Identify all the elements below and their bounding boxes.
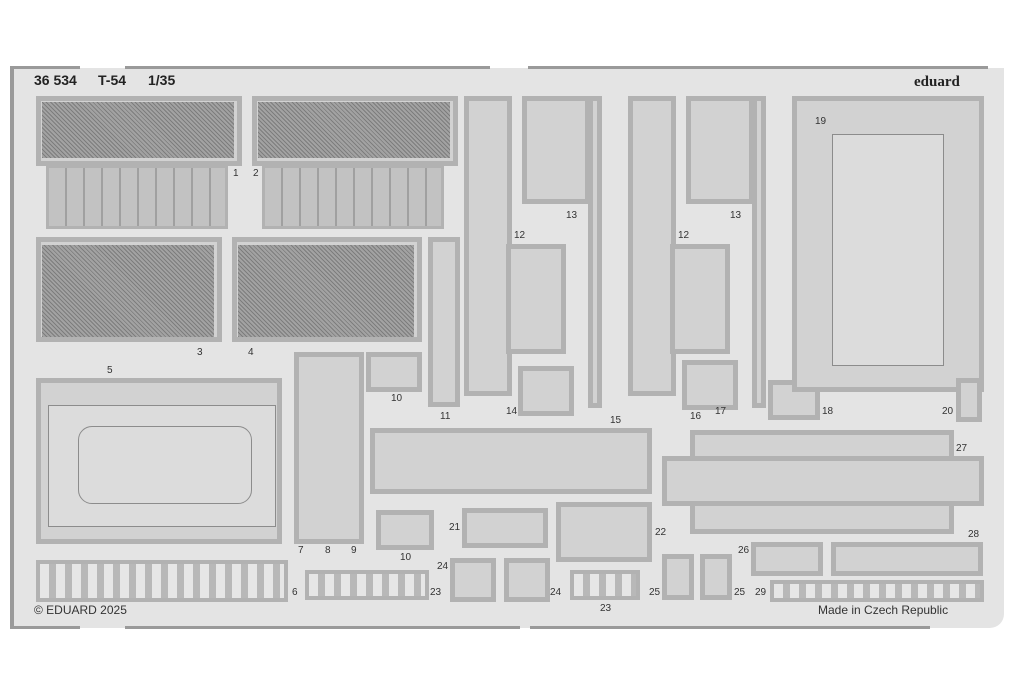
part-label: 27	[956, 443, 968, 454]
part-2-louvers	[262, 165, 444, 229]
part-label: 16	[690, 411, 702, 422]
part-label: 28	[968, 529, 980, 540]
part-label: 23	[600, 603, 612, 614]
part-label: 1	[233, 168, 239, 179]
copyright: © EDUARD 2025	[34, 603, 127, 617]
part-12-left	[464, 96, 512, 396]
part-label: 5	[107, 365, 113, 376]
part-14	[518, 366, 574, 416]
mesh-screen	[258, 102, 450, 158]
part-label: 29	[755, 587, 767, 598]
model-name: T-54	[98, 72, 127, 88]
part-10b	[376, 510, 434, 550]
part-28	[831, 542, 983, 576]
mesh-screen	[42, 245, 214, 337]
part-label: 11	[440, 411, 451, 422]
part-23-row	[305, 570, 429, 600]
mesh-screen	[238, 245, 414, 337]
part-label: 14	[506, 406, 518, 417]
part-26	[751, 542, 823, 576]
part-label: 15	[610, 415, 622, 426]
part-label: 4	[248, 347, 254, 358]
part-12-right	[628, 96, 676, 396]
part-label: 13	[566, 210, 578, 221]
part-1-louvers	[46, 165, 228, 229]
part-label: 18	[822, 406, 834, 417]
parts-7-9-straps	[294, 352, 364, 544]
part-13-left	[522, 96, 590, 204]
part-11	[428, 237, 460, 407]
part-label: 26	[738, 545, 750, 556]
hatch-emboss	[78, 426, 252, 504]
part-6-row	[36, 560, 288, 602]
origin-text: Made in Czech Republic	[818, 603, 949, 617]
part-29-row	[770, 580, 984, 602]
part-label: 12	[514, 230, 526, 241]
part-23-row-b	[570, 570, 640, 600]
part-label: 2	[253, 168, 259, 179]
part-label: 24	[550, 587, 562, 598]
part-label: 19	[815, 116, 827, 127]
part-label: 6	[292, 587, 298, 598]
mesh-screen	[42, 102, 234, 158]
part-label: 10	[400, 552, 412, 563]
part-10	[366, 352, 422, 392]
fret-edge	[125, 626, 520, 629]
part-label: 12	[678, 230, 690, 241]
fret-edge	[530, 626, 930, 629]
strip	[752, 96, 766, 408]
part-label: 25	[734, 587, 746, 598]
part-label: 13	[730, 210, 742, 221]
fret-code: 36 534	[34, 72, 77, 88]
part-label: 23	[430, 587, 442, 598]
part-label: 24	[437, 561, 449, 572]
scale: 1/35	[148, 72, 176, 88]
part-label: 9	[351, 545, 357, 556]
fret-edge	[10, 66, 80, 69]
strip	[588, 96, 602, 408]
part-15	[370, 428, 652, 494]
part-19-panel	[832, 134, 944, 366]
part-label: 20	[942, 406, 954, 417]
part-25a	[662, 554, 694, 600]
fret-edge	[528, 66, 988, 69]
part-label: 21	[449, 522, 461, 533]
part-label: 8	[325, 545, 331, 556]
part-27-tabs	[662, 456, 984, 506]
part-24b	[504, 558, 550, 602]
part-24a	[450, 558, 496, 602]
part-label: 7	[298, 545, 304, 556]
brand-logo: eduard	[914, 74, 960, 90]
part-label: 10	[391, 393, 403, 404]
part-21	[462, 508, 548, 548]
part-label: 22	[655, 527, 667, 538]
part-13-right	[686, 96, 754, 204]
part-25b	[700, 554, 732, 600]
part-label: 25	[649, 587, 661, 598]
fret-edge	[125, 66, 490, 69]
part-label: 17	[715, 406, 727, 417]
parts-16-17	[682, 360, 738, 410]
part-20-spring	[956, 378, 982, 422]
part-label: 3	[197, 347, 203, 358]
panel	[506, 244, 566, 354]
panel	[670, 244, 730, 354]
fret-edge	[10, 626, 80, 629]
part-22	[556, 502, 652, 562]
